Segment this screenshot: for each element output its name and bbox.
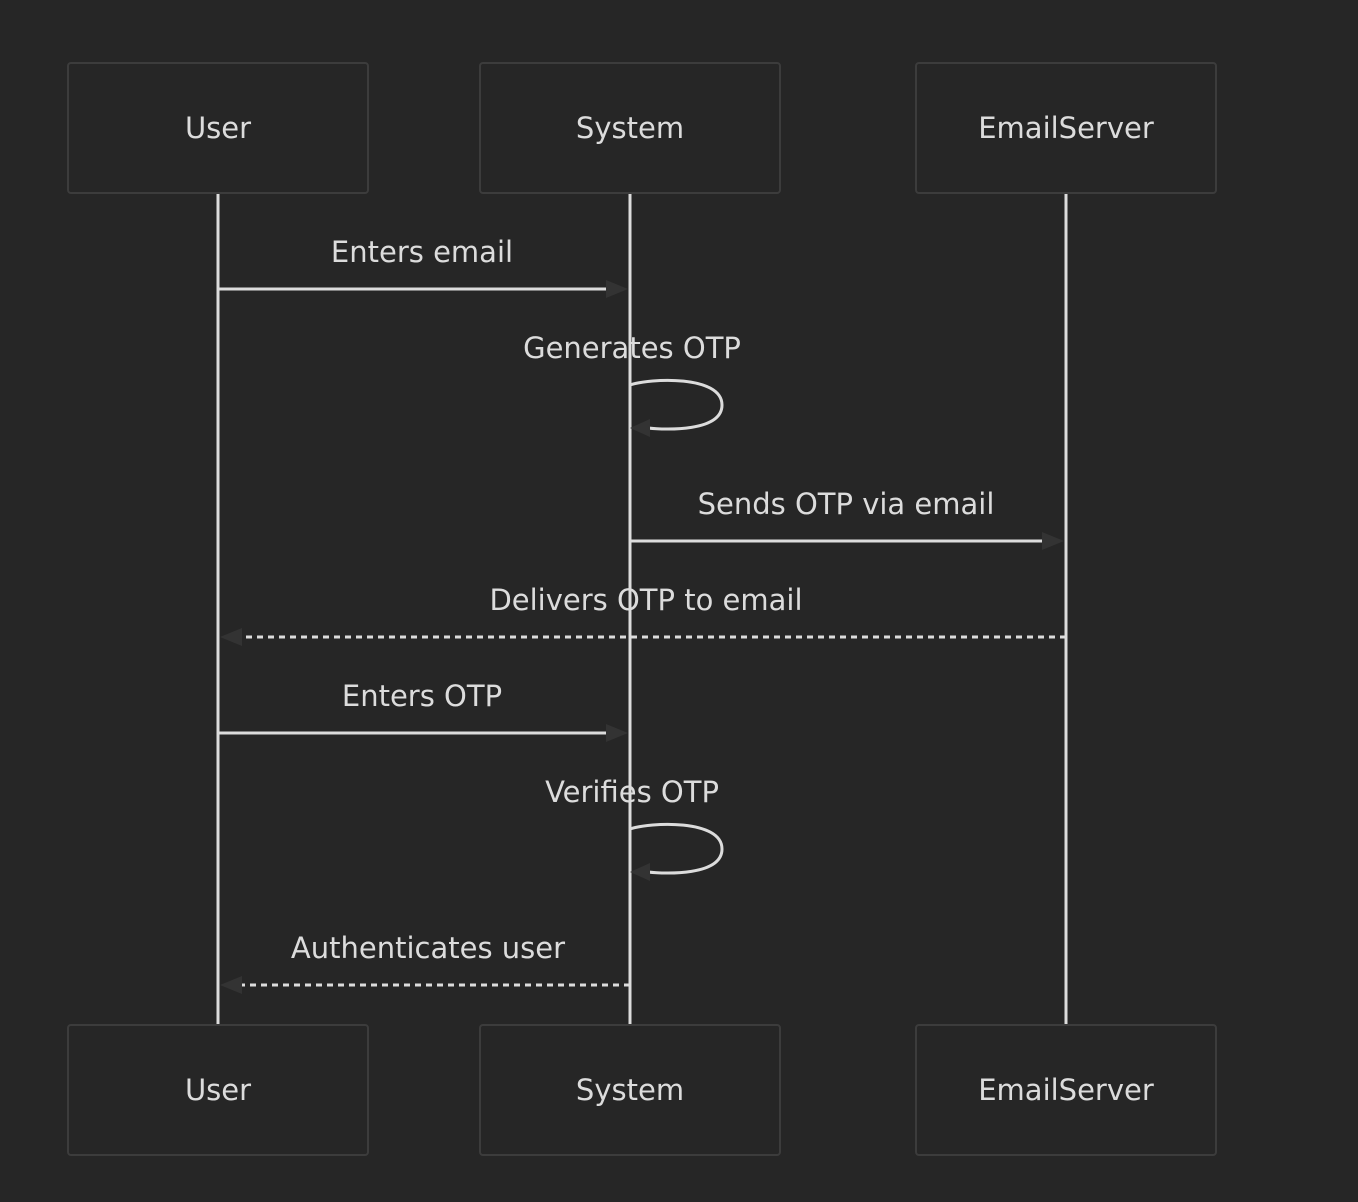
message-enters-otp: Enters OTP bbox=[218, 679, 628, 742]
actor-box bbox=[915, 62, 1217, 194]
arrowhead-icon bbox=[606, 724, 628, 742]
actor-label: System bbox=[576, 1073, 684, 1107]
self-loop-arrow bbox=[629, 822, 724, 875]
message-label: Verifies OTP bbox=[545, 775, 719, 809]
actor-label: System bbox=[576, 111, 684, 145]
actor-top-emailserver: EmailServer bbox=[915, 62, 1217, 194]
actor-box bbox=[67, 1024, 369, 1156]
actor-top-user: User bbox=[67, 62, 369, 194]
message-sends-otp: Sends OTP via email bbox=[630, 487, 1064, 550]
actor-top-system: System bbox=[479, 62, 781, 194]
actor-label: User bbox=[185, 111, 251, 145]
actor-box bbox=[479, 62, 781, 194]
actor-label: EmailServer bbox=[978, 1073, 1154, 1107]
actor-label: User bbox=[185, 1073, 251, 1107]
actor-bottom-user: User bbox=[67, 1024, 369, 1156]
actor-bottom-system: System bbox=[479, 1024, 781, 1156]
arrowhead-icon bbox=[1042, 532, 1064, 550]
arrowhead-icon bbox=[220, 628, 242, 646]
arrowhead-icon bbox=[630, 419, 650, 437]
message-label: Authenticates user bbox=[291, 931, 565, 965]
actor-box bbox=[67, 62, 369, 194]
actor-box bbox=[479, 1024, 781, 1156]
message-label: Enters email bbox=[331, 235, 513, 269]
message-enters-email: Enters email bbox=[218, 235, 628, 298]
message-authenticates-user: Authenticates user bbox=[220, 931, 630, 994]
message-label: Generates OTP bbox=[523, 331, 741, 365]
arrowhead-icon bbox=[606, 280, 628, 298]
actor-label: EmailServer bbox=[978, 111, 1154, 145]
message-label: Sends OTP via email bbox=[698, 487, 995, 521]
message-verifies-otp: Verifies OTP bbox=[545, 775, 724, 881]
actor-box bbox=[915, 1024, 1217, 1156]
message-label: Enters OTP bbox=[342, 679, 502, 713]
message-label: Delivers OTP to email bbox=[489, 583, 802, 617]
arrowhead-icon bbox=[220, 976, 242, 994]
arrowhead-icon bbox=[630, 863, 650, 881]
message-generates-otp: Generates OTP bbox=[523, 331, 741, 437]
message-delivers-otp: Delivers OTP to email bbox=[220, 583, 1066, 646]
actor-bottom-emailserver: EmailServer bbox=[915, 1024, 1217, 1156]
self-loop-arrow bbox=[629, 378, 724, 431]
